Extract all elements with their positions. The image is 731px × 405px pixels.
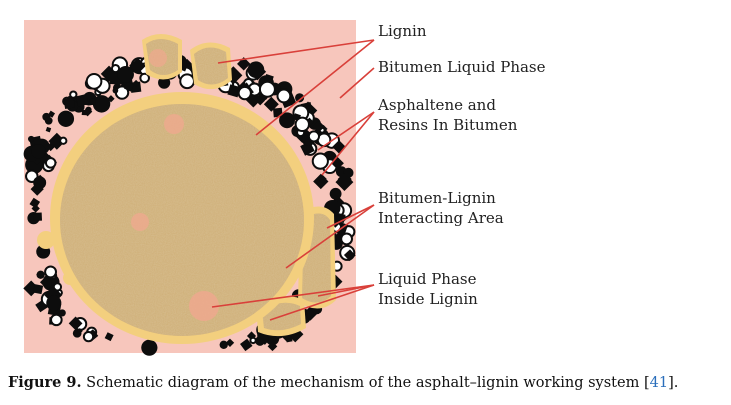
asphaltene-particle: [129, 57, 146, 74]
asphaltene-particle: [263, 96, 279, 112]
asphaltene-particle: [267, 341, 278, 352]
asphaltene-particle: [69, 90, 78, 99]
caption-end: ].: [668, 375, 679, 391]
asphaltene-particle: [36, 270, 45, 279]
liquid-spot: [164, 114, 184, 134]
asphaltene-particle: [219, 340, 228, 349]
asphaltene-particle: [258, 80, 276, 98]
asphaltene-particle: [30, 182, 44, 196]
asphaltene-particle: [92, 95, 111, 113]
asphaltene-particle: [28, 135, 35, 143]
liquid-spot: [131, 213, 149, 231]
asphaltene-particle: [329, 187, 342, 200]
asphaltene-particle: [139, 72, 150, 84]
asphaltene-particle: [295, 93, 305, 103]
asphaltene-particle: [47, 110, 56, 118]
leader-lines: [211, 39, 375, 321]
asphaltene-particle: [46, 295, 62, 311]
asphaltene-particle: [76, 94, 89, 107]
lignin-main-particle: [50, 92, 314, 344]
asphaltene-particle: [273, 107, 283, 118]
asphaltene-particle: [123, 81, 134, 92]
label-lignin: Lignin: [378, 22, 427, 40]
liquid-spot: [189, 291, 219, 321]
asphaltene-particle: [117, 66, 134, 83]
asphaltene-particle: [335, 173, 354, 192]
asphaltene-particle: [57, 110, 75, 127]
asphaltene-particle: [343, 249, 356, 262]
asphaltene-particle: [33, 284, 44, 295]
label-asphaltene-line1: Asphaltene and: [378, 96, 496, 114]
label-liquid-line2: Inside Lignin: [378, 290, 478, 308]
label-interacting-line2: Interacting Area: [378, 209, 504, 227]
asphaltene-particle: [158, 76, 171, 89]
asphaltene-particle: [76, 328, 83, 334]
label-liquid-line1: Liquid Phase: [378, 270, 477, 288]
asphaltene-particle: [33, 212, 43, 222]
caption-reference-link[interactable]: 41: [649, 375, 669, 391]
asphaltene-particle: [247, 61, 265, 79]
asphaltene-particle: [240, 338, 253, 352]
asphaltene-particle: [294, 116, 310, 133]
asphaltene-particle: [307, 130, 321, 143]
asphaltene-particle: [340, 232, 354, 246]
asphaltene-particle: [132, 79, 140, 87]
asphaltene-particle: [59, 136, 68, 145]
asphaltene-particle: [42, 278, 52, 288]
asphaltene-particle: [44, 157, 57, 169]
asphaltene-particle: [63, 97, 76, 110]
asphaltene-particle: [58, 309, 66, 317]
asphaltene-particle: [141, 339, 158, 356]
label-bitumen-liquid-phase: Bitumen Liquid Phase: [378, 58, 546, 76]
asphaltene-particle: [276, 88, 292, 104]
figure-caption: Figure 9. Schematic diagram of the mecha…: [8, 374, 678, 391]
asphaltene-particle: [237, 85, 252, 101]
asphaltene-particle: [107, 95, 115, 103]
asphaltene-particle: [285, 335, 293, 343]
asphaltene-particle: [31, 143, 46, 159]
asphaltene-particle: [112, 87, 119, 94]
asphaltene-particle: [45, 126, 52, 133]
asphaltene-particle: [29, 197, 41, 209]
label-asphaltene-line2: Resins In Bitumen: [378, 116, 518, 134]
asphaltene-particle: [227, 84, 241, 98]
asphaltene-particle: [44, 116, 53, 125]
asphaltene-particle: [104, 332, 114, 342]
asphaltene-particle: [44, 265, 58, 279]
asphaltene-particle: [89, 98, 96, 105]
caption-text: Schematic diagram of the mechanism of th…: [81, 375, 650, 391]
asphaltene-particle: [279, 112, 295, 129]
label-interacting-line1: Bitumen-Lignin: [378, 189, 496, 207]
asphaltene-particle: [179, 73, 195, 90]
asphaltene-particle: [85, 73, 103, 90]
asphaltene-particle: [38, 248, 45, 255]
asphaltene-particle: [50, 313, 63, 327]
asphaltene-particle: [110, 63, 121, 74]
caption-figure-label: Figure 9.: [8, 374, 82, 391]
asphaltene-particle: [90, 329, 97, 336]
asphaltene-particle: [249, 336, 257, 345]
asphaltene-particle: [311, 152, 329, 170]
asphaltene-particle: [82, 330, 95, 343]
